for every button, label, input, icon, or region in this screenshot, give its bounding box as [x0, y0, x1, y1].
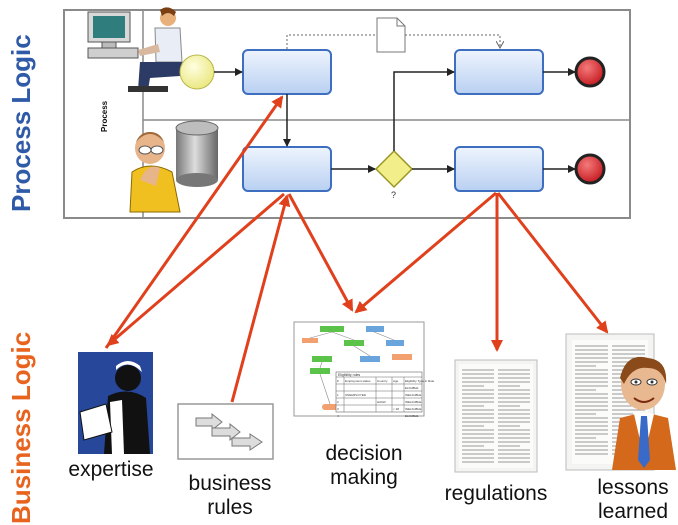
mini-table-cell: INELIGIBLE — [405, 400, 421, 404]
end-event-bottom — [574, 153, 606, 185]
regulations-image — [454, 359, 538, 473]
sequence-flows — [214, 68, 576, 173]
gateway — [374, 149, 414, 189]
data-associations — [286, 34, 500, 49]
lane-label: Process — [100, 100, 109, 132]
process-logic-label: Process Logic — [6, 34, 36, 212]
expertise-image — [78, 352, 153, 454]
caption-regulations: regulations — [444, 482, 548, 505]
mini-table-header: Employment status — [345, 379, 371, 383]
mini-table-cell: HAGR — [377, 400, 387, 404]
gateway-label: ? — [391, 190, 396, 200]
start-event — [179, 54, 215, 90]
mini-table-title: Eligibility rules — [338, 373, 360, 377]
caption-business-rules: business rules — [188, 472, 272, 519]
mini-table-header: Age — [393, 379, 399, 383]
mini-table-header: Eligibility Type in Rule — [405, 379, 434, 383]
caption-decision-making: decision making — [325, 442, 403, 489]
mini-table-cell: < 18 — [393, 407, 399, 411]
mini-table-cell: 4 — [337, 414, 339, 418]
caption-lessons-learned: lessons learned — [597, 476, 669, 523]
mini-table-cell: 2 — [337, 400, 339, 404]
database-icon — [175, 120, 219, 187]
business-logic-links — [104, 95, 609, 403]
end-event-top — [574, 56, 606, 88]
mini-table-cell: INELIGIBLE — [405, 407, 421, 411]
business-logic-label: Business Logic — [6, 331, 36, 524]
caption-expertise: expertise — [68, 458, 154, 481]
decision-making-image: Eligibility rules # Employment status Coun… — [293, 321, 434, 418]
mini-table-cell: 1 — [337, 393, 339, 397]
business-rules-image — [177, 403, 274, 460]
task-4 — [454, 146, 544, 192]
mini-table-cell: INELIGIBLE — [405, 393, 421, 397]
computer-user-icon — [87, 7, 183, 92]
task-1 — [242, 49, 332, 95]
mini-table-cell: 3 — [337, 407, 339, 411]
thinking-person-icon — [129, 132, 181, 213]
mini-table-header: Country — [377, 379, 388, 383]
lessons-learned-image — [565, 333, 676, 471]
task-3 — [242, 146, 332, 192]
mini-table-cell: ELIGIBLE — [405, 386, 418, 390]
task-2 — [454, 49, 544, 95]
data-object-icon — [376, 17, 406, 53]
mini-table-cell: UNEMPLOYED — [345, 393, 367, 397]
mini-table-header: # — [337, 379, 339, 383]
mini-table-cell: ELIGIBLE — [405, 414, 418, 418]
